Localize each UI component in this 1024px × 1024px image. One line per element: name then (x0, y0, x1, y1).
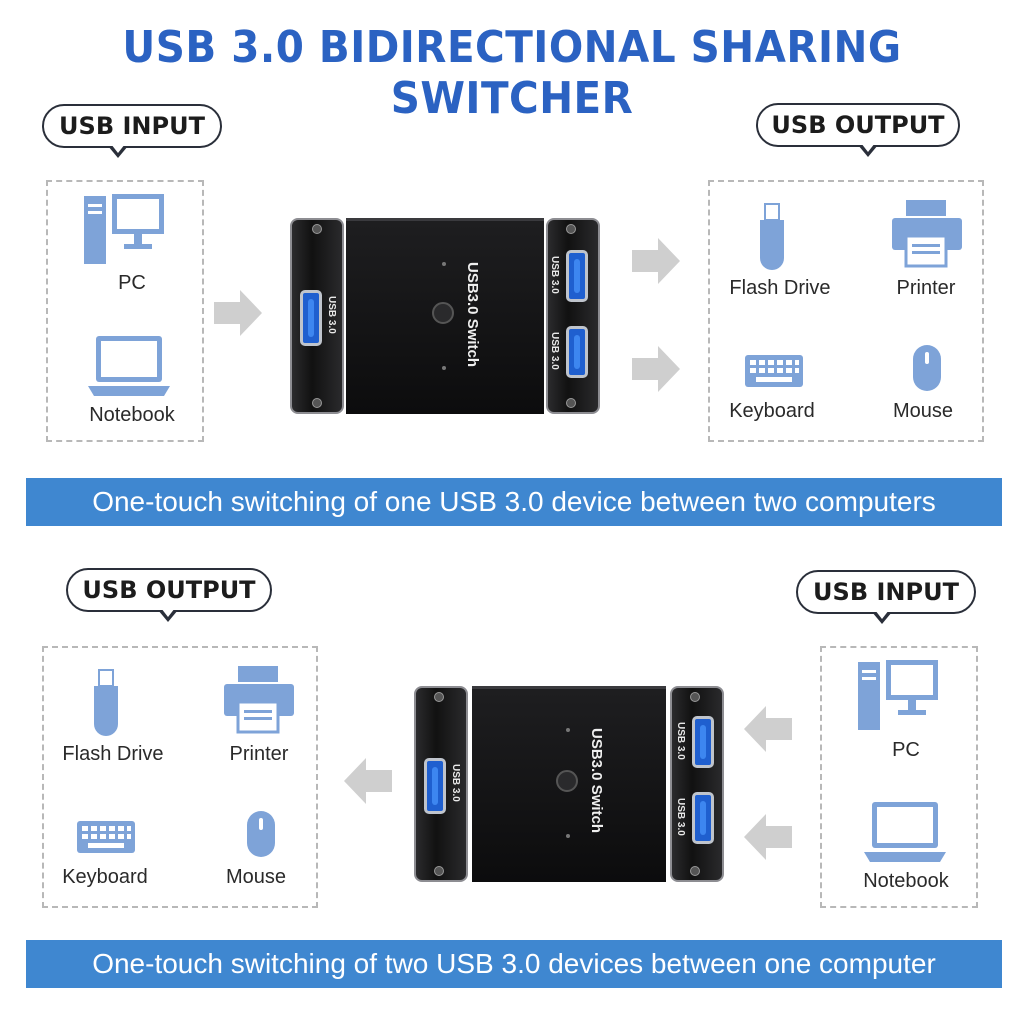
mouse-label: Mouse (225, 866, 287, 888)
pc-label: PC (118, 272, 146, 294)
led-indicator (566, 834, 570, 838)
led-indicator (442, 262, 446, 266)
mouse-icon (913, 345, 941, 391)
usb-output-bubble: USB OUTPUT (756, 103, 960, 147)
usb-port (300, 290, 322, 346)
arrow-right-icon (632, 346, 680, 392)
usb-output-label: USB OUTPUT (771, 111, 945, 139)
usb-output-bubble: USB OUTPUT (66, 568, 272, 612)
screw (566, 398, 576, 408)
pc-icon (858, 660, 938, 730)
usb-port (692, 792, 714, 844)
bubble-tail (858, 143, 878, 157)
bottom-caption-banner: One-touch switching of two USB 3.0 devic… (26, 940, 1002, 988)
usb-output-label: USB OUTPUT (82, 576, 256, 604)
port-label: USB 3.0 (549, 256, 560, 294)
port-label: USB 3.0 (675, 722, 686, 760)
printer-icon (892, 200, 962, 268)
port-label: USB 3.0 (326, 296, 337, 334)
switch-button[interactable] (556, 770, 578, 792)
notebook-icon (88, 336, 170, 396)
printer-label: Printer (896, 277, 956, 299)
screw (690, 866, 700, 876)
arrow-left-icon (744, 706, 792, 752)
usb-input-label: USB INPUT (813, 578, 959, 606)
mouse-icon (247, 811, 275, 857)
usb-port (566, 326, 588, 378)
screw (566, 224, 576, 234)
usb-port (566, 250, 588, 302)
port-label: USB 3.0 (675, 798, 686, 836)
port-label: USB 3.0 (450, 764, 461, 802)
port-label: USB 3.0 (549, 332, 560, 370)
led-indicator (566, 728, 570, 732)
keyboard-label: Keyboard (62, 866, 148, 888)
usb-input-label: USB INPUT (59, 112, 205, 140)
flash-drive-label: Flash Drive (729, 277, 831, 299)
mouse-label: Mouse (892, 400, 954, 422)
pc-label: PC (892, 739, 920, 761)
arrow-left-icon (344, 758, 392, 804)
page-title: USB 3.0 BIDIRECTIONAL SHARING SWITCHER (122, 22, 902, 124)
notebook-icon (864, 802, 946, 862)
screw (690, 692, 700, 702)
switch-label: USB3.0 Switch (588, 728, 605, 834)
pc-icon (84, 194, 164, 264)
flash-drive-icon (760, 203, 784, 270)
usb-port (424, 758, 446, 814)
top-caption-banner: One-touch switching of one USB 3.0 devic… (26, 478, 1002, 526)
arrow-right-icon (214, 290, 262, 336)
switch-label: USB3.0 Switch (464, 262, 481, 368)
screw (312, 224, 322, 234)
bubble-tail (108, 144, 128, 158)
printer-label: Printer (229, 743, 289, 765)
arrow-left-icon (744, 814, 792, 860)
screw (434, 692, 444, 702)
switch-button[interactable] (432, 302, 454, 324)
keyboard-icon (77, 821, 135, 853)
keyboard-label: Keyboard (729, 400, 815, 422)
usb-input-bubble: USB INPUT (42, 104, 222, 148)
screw (434, 866, 444, 876)
screw (312, 398, 322, 408)
bubble-tail (872, 610, 892, 624)
usb-port (692, 716, 714, 768)
keyboard-icon (745, 355, 803, 387)
printer-icon (224, 666, 294, 734)
flash-drive-label: Flash Drive (62, 743, 164, 765)
led-indicator (442, 366, 446, 370)
bubble-tail (158, 608, 178, 622)
flash-drive-icon (94, 669, 118, 736)
notebook-label: Notebook (863, 870, 949, 892)
usb-input-bubble: USB INPUT (796, 570, 976, 614)
notebook-label: Notebook (89, 404, 175, 426)
switch-side-plate (546, 218, 600, 414)
arrow-right-icon (632, 238, 680, 284)
